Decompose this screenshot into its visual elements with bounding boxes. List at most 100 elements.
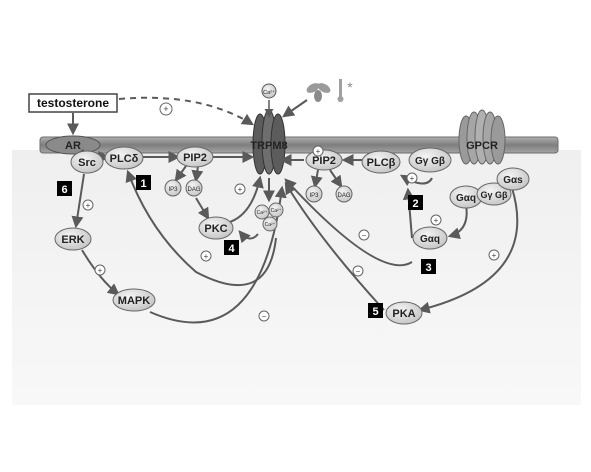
plus-sign-2: + xyxy=(94,264,106,276)
gpcr-receptor xyxy=(458,109,506,165)
node-ip3-left-label: IP3 xyxy=(168,187,178,193)
plus-sign-7: + xyxy=(488,249,500,261)
node-dag-right-label: DAG xyxy=(337,193,350,199)
node-g-alpha-q-complex: Gαq xyxy=(449,185,483,209)
svg-text:+: + xyxy=(238,185,243,194)
node-g-gamma-beta-top: Gγ Gβ xyxy=(408,147,452,173)
node-pkc-label: PKC xyxy=(204,223,227,235)
arrow-src-to-erk xyxy=(71,173,85,229)
arrow-gq-to-plcb xyxy=(399,174,433,187)
step-box-4-label: 4 xyxy=(228,243,235,255)
step-box-5-label: 5 xyxy=(372,306,378,318)
arrow-pip2-right-to-ip3 xyxy=(310,169,323,189)
arrow-gq-free-inhibit-trpm8 xyxy=(284,178,413,267)
ca-ion-extracellular xyxy=(261,83,277,99)
node-pip2-right: PIP2 xyxy=(305,149,343,171)
arrow-dag-to-pkc xyxy=(195,197,210,221)
node-plc-beta-label: PLCβ xyxy=(367,157,396,169)
node-plc-delta: PLCδ xyxy=(104,146,144,170)
node-plc-delta-label: PLCδ xyxy=(110,153,139,165)
arrow-gq-complex-to-gq-free xyxy=(447,204,468,239)
arrow-pip2-right-to-dag xyxy=(329,169,343,188)
node-g-gamma-beta-complex-label: Gγ Gβ xyxy=(481,190,509,200)
node-pip2-left: PIP2 xyxy=(176,146,214,168)
minus-sign-8: − xyxy=(358,229,370,241)
svg-text:+: + xyxy=(434,216,439,225)
menthol-leaf-icon xyxy=(306,83,331,102)
node-dag-left: DAG xyxy=(185,179,203,197)
svg-text:+: + xyxy=(204,252,209,261)
node-ip3-right: IP3 xyxy=(305,185,323,203)
trpm8-label: TRPM8 xyxy=(250,140,287,152)
svg-text:+: + xyxy=(98,266,103,275)
node-src-label: Src xyxy=(78,157,96,169)
svg-text:−: − xyxy=(262,312,267,321)
step-box-1: 1 xyxy=(136,175,151,190)
plus-sign-6: + xyxy=(430,214,442,226)
arrow-ca-to-pkc xyxy=(238,230,259,244)
plus-sign-3: + xyxy=(200,250,212,262)
ca-cluster: Ca²⁺ Ca²⁺ Ca²⁺ xyxy=(254,202,284,232)
node-erk-label: ERK xyxy=(61,234,84,246)
node-g-alpha-q-free-label: Gαq xyxy=(420,234,440,245)
arrow-pip2-to-ip3-left xyxy=(174,165,187,182)
testosterone-box xyxy=(28,93,118,113)
node-pip2-left-label: PIP2 xyxy=(183,152,207,164)
node-ip3-left: IP3 xyxy=(164,179,182,197)
svg-text:−: − xyxy=(362,231,367,240)
arrow-gas-to-pka xyxy=(417,187,519,314)
arrow-pkc-loop-to-plcd xyxy=(125,169,277,287)
ca-cluster-label-3: Ca²⁺ xyxy=(265,222,276,228)
node-pka: PKA xyxy=(385,301,423,325)
node-ip3-right-label: IP3 xyxy=(309,193,319,199)
arrow-pip2-to-dag-left xyxy=(191,165,204,183)
node-dag-left-label: DAG xyxy=(187,187,200,193)
node-pkc: PKC xyxy=(198,216,234,240)
ar-receptor xyxy=(45,135,101,155)
ca-cluster-label-1: Ca²⁺ xyxy=(257,210,268,216)
plus-sign-0: + xyxy=(234,183,246,195)
testosterone-label: testosterone xyxy=(37,96,109,110)
svg-text:+: + xyxy=(316,147,321,156)
arrow-erk-to-mapk xyxy=(81,249,120,296)
node-mapk-label: MAPK xyxy=(118,295,150,307)
node-g-alpha-s-label: Gαs xyxy=(503,175,523,186)
step-box-6: 6 xyxy=(57,181,72,196)
node-src: Src xyxy=(70,150,104,174)
cold-thermometer-icon xyxy=(337,79,344,102)
step-box-2-label: 2 xyxy=(412,198,418,210)
svg-text:+: + xyxy=(86,201,91,210)
node-dag-right: DAG xyxy=(335,185,353,203)
node-g-alpha-q-free: Gαq xyxy=(412,226,448,250)
minus-sign-10: − xyxy=(258,310,270,322)
minus-sign-9: − xyxy=(352,265,364,277)
node-g-alpha-q-complex-label: Gαq xyxy=(456,193,476,204)
step-box-3-label: 3 xyxy=(425,262,431,274)
arrow-menthol-to-trpm8 xyxy=(282,99,308,118)
step-box-6-label: 6 xyxy=(61,184,67,196)
ca-cluster-label-2: Ca²⁺ xyxy=(271,208,282,214)
arrow-pka-inhibit-trpm8 xyxy=(284,181,385,311)
plus-sign-testosterone-trpm8 xyxy=(159,102,173,116)
svg-text:−: − xyxy=(356,267,361,276)
step-box-4: 4 xyxy=(224,240,239,255)
node-pka-label: PKA xyxy=(392,308,415,320)
node-plc-beta: PLCβ xyxy=(361,150,401,174)
arrow-pkc-to-trpm8 xyxy=(229,175,264,223)
node-mapk: MAPK xyxy=(112,288,156,312)
plus-sign-5: + xyxy=(406,172,418,184)
node-g-alpha-s: Gαs xyxy=(496,167,530,191)
node-pip2-right-label: PIP2 xyxy=(312,155,336,167)
gpcr-label: GPCR xyxy=(466,140,498,152)
ca-ion-extracellular-label: Ca²⁺ xyxy=(263,89,275,96)
trpm8-channel xyxy=(252,109,286,175)
cold-asterisk: * xyxy=(347,79,353,95)
step-box-2: 2 xyxy=(408,195,423,210)
ar-label: AR xyxy=(65,140,81,152)
arrow-testosterone-to-trpm8 xyxy=(118,96,255,126)
step-box-3: 3 xyxy=(421,259,436,274)
svg-text:+: + xyxy=(410,174,415,183)
svg-text:+: + xyxy=(492,251,497,260)
node-erk: ERK xyxy=(54,227,92,251)
